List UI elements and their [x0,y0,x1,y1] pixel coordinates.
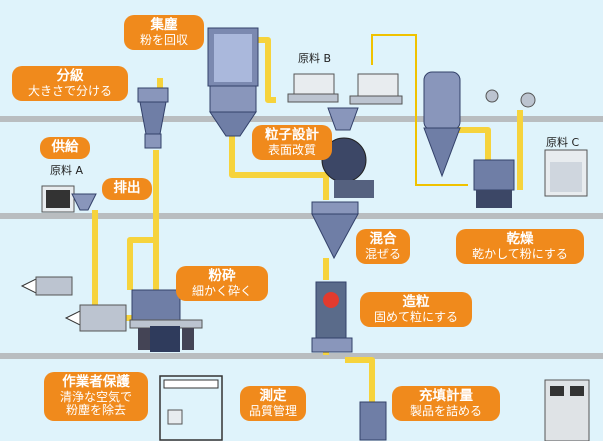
scale-b [287,73,403,105]
raw-material-a: 原料 A [50,164,84,177]
label-mix: 混合混ぜる [356,229,410,265]
label-protect: 作業者保護清浄な空気で粉塵を除去 [44,372,148,422]
filling-unit [359,401,387,441]
measurement-lab [159,375,223,441]
blower-2 [64,304,127,332]
control-panel [544,379,590,441]
raw-material-b: 原料 B [298,52,332,65]
label-discharge: 排出 [102,178,152,200]
label-granulate: 造粒固めて粒にする [360,292,472,328]
dryer-unit [423,71,536,208]
label-crush: 粉砕細かく砕く [176,266,268,302]
feeder-a [41,185,97,213]
tank-c [544,149,588,197]
granulator-unit [311,281,353,353]
dust-collector [207,27,259,137]
blower-1 [20,276,73,296]
label-measure: 測定品質管理 [240,386,306,422]
classifier-unit [137,87,169,149]
floor-1 [0,116,603,122]
label-collect: 集塵粉を回収 [124,15,204,51]
label-dry: 乾燥乾かして粉にする [456,229,584,265]
label-feed: 供給 [40,137,90,159]
label-fill: 充填計量製品を詰める [392,386,500,422]
floor-2 [0,213,603,219]
label-particle: 粒子設計表面改質 [252,125,332,161]
raw-material-c: 原料 C [546,136,580,149]
label-classify: 分級大きさで分ける [12,66,128,102]
mixer-unit [311,201,359,260]
floor-3 [0,353,603,359]
signal-line [371,34,468,186]
crusher-unit [129,289,203,352]
particle-machine [321,107,374,198]
